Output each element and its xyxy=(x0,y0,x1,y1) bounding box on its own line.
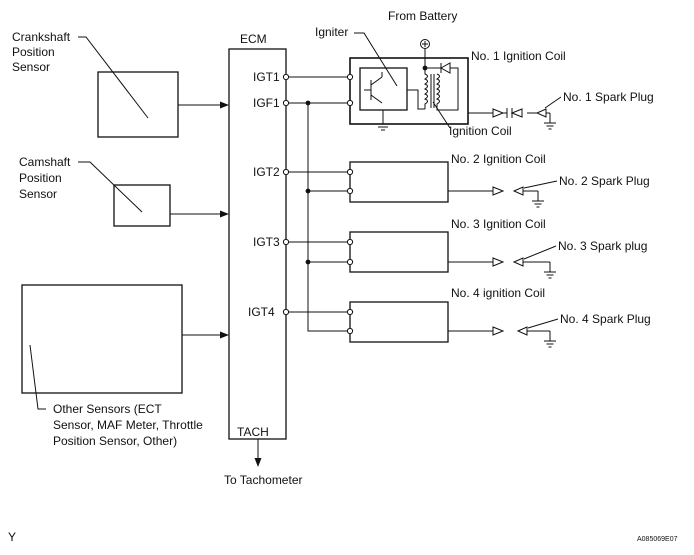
ignition-coil-leader xyxy=(432,101,451,129)
coil1-pin-igt xyxy=(346,73,354,81)
spark-plug-icon xyxy=(512,186,544,208)
camshaft-label-2: Position xyxy=(19,171,62,185)
crankshaft-label-2: Position xyxy=(12,45,55,59)
coil1-pin-igf xyxy=(346,99,354,107)
plug2-leader xyxy=(523,180,558,189)
igf-bus xyxy=(307,103,347,332)
igniter-leader xyxy=(354,32,398,87)
coil2-label: No. 2 Ignition Coil xyxy=(451,152,546,166)
other-sensors-leader xyxy=(29,344,46,410)
plug4-label: No. 4 Spark Plug xyxy=(560,312,651,326)
spark-plug-icon xyxy=(516,326,556,348)
igf1-pin xyxy=(282,99,290,107)
coil2-box xyxy=(349,161,449,203)
figure-code: A085069E07 xyxy=(637,536,678,543)
igt1-label: IGT1 xyxy=(253,70,280,84)
other-sensors-label-1: Other Sensors (ECT xyxy=(53,402,162,416)
battery-positive-icon xyxy=(420,39,430,63)
junction-igf3 xyxy=(305,259,311,265)
coil3-pin-igf xyxy=(346,258,354,266)
igt2-label: IGT2 xyxy=(253,165,280,179)
junction-igf1 xyxy=(305,100,311,106)
other-sensors-label-2: Sensor, MAF Meter, Throttle xyxy=(53,418,203,432)
coil4-box xyxy=(349,301,449,343)
junction-igf2 xyxy=(305,188,311,194)
plug1-label: No. 1 Spark Plug xyxy=(563,90,654,104)
ecm-label: ECM xyxy=(240,32,267,46)
coil2-pin-igf xyxy=(346,187,354,195)
coil2-output xyxy=(448,186,505,196)
other-sensors-label-3: Position Sensor, Other) xyxy=(53,434,177,448)
coil3-box xyxy=(349,231,449,273)
igt1-pin xyxy=(282,73,290,81)
camshaft-label-3: Sensor xyxy=(19,187,57,201)
igf1-label: IGF1 xyxy=(253,96,280,110)
tach-label: TACH xyxy=(237,425,269,439)
ground-icon xyxy=(375,110,391,131)
inductor-coil-icon xyxy=(407,70,447,111)
coil3-label: No. 3 Ignition Coil xyxy=(451,217,546,231)
coil2-pin-igt xyxy=(346,168,354,176)
coil4-pin-igf xyxy=(346,327,354,335)
igniter-box xyxy=(359,67,408,111)
igt4-label: IGT4 xyxy=(248,305,275,319)
diode-icon xyxy=(439,62,459,111)
coil4-label: No. 4 ignition Coil xyxy=(451,286,545,300)
coil3-output xyxy=(448,257,505,267)
other-sensors-box xyxy=(21,284,183,394)
coil4-pin-igt xyxy=(346,308,354,316)
coil1-box xyxy=(349,57,469,125)
camshaft-label-1: Camshaft xyxy=(19,155,71,169)
corner-mark: Y xyxy=(8,530,16,544)
igt3-pin xyxy=(282,238,290,246)
plug4-leader xyxy=(527,318,559,329)
spark-plug-icon xyxy=(527,108,556,130)
from-battery-label: From Battery xyxy=(388,9,457,23)
tach-output-arrow xyxy=(254,439,262,467)
crankshaft-label-3: Sensor xyxy=(12,60,50,74)
igt3-label: IGT3 xyxy=(253,235,280,249)
transistor-icon xyxy=(364,72,383,104)
crankshaft-label-1: Crankshaft xyxy=(12,30,71,44)
coil3-pin-igt xyxy=(346,238,354,246)
other-sensors-to-ecm-arrow xyxy=(182,331,229,339)
coil1-label: No. 1 Ignition Coil xyxy=(471,49,566,63)
camshaft-to-ecm-arrow xyxy=(170,210,229,218)
crankshaft-leader xyxy=(78,36,149,119)
plug3-leader xyxy=(523,245,557,260)
ignition-coil-label: Ignition Coil xyxy=(449,124,512,138)
igt2-pin xyxy=(282,168,290,176)
spark-plug-icon xyxy=(512,257,556,279)
plug1-leader xyxy=(544,96,562,109)
plug2-label: No. 2 Spark Plug xyxy=(559,174,650,188)
crankshaft-to-ecm-arrow xyxy=(178,101,229,109)
to-tachometer-label: To Tachometer xyxy=(224,473,303,487)
igniter-label: Igniter xyxy=(315,25,348,39)
coil1-output xyxy=(468,108,523,118)
camshaft-leader xyxy=(78,161,143,213)
camshaft-sensor-box xyxy=(113,184,171,227)
coil4-output xyxy=(448,326,505,336)
igt4-pin xyxy=(282,308,290,316)
plug3-label: No. 3 Spark plug xyxy=(558,239,647,253)
